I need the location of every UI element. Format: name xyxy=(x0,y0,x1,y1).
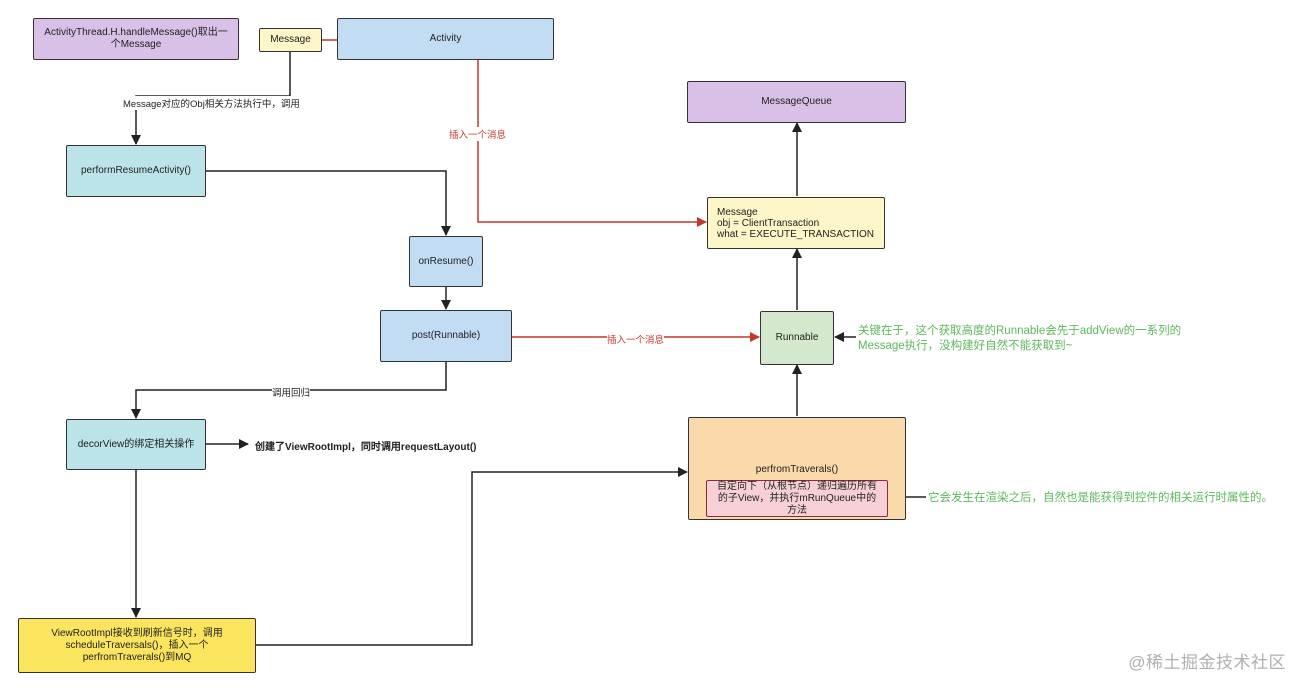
decorview-node: decorView的绑定相关操作 xyxy=(66,419,206,470)
edge-viewrootimpl-to-traversals xyxy=(256,467,688,646)
activity-node: Activity xyxy=(337,18,554,60)
message-box-line-1: Message xyxy=(717,207,758,218)
edge-perform-resume-to-onresume xyxy=(206,170,451,236)
runnable-node: Runnable xyxy=(760,311,834,365)
message-box-node: Message obj = ClientTransaction what = E… xyxy=(707,197,885,249)
note-after-render: 它会发生在渲染之后，自然也是能获得到控件的相关运行时属性的。 xyxy=(928,492,1273,504)
edge-label-insert-message-2: 插入一个消息 xyxy=(607,332,665,346)
traversal-detail-node: 自定向下（从根节点）递归遍历所有的子View，并执行mRunQueue中的方法 xyxy=(706,480,888,517)
note-key-point: 关键在于，这个获取高度的Runnable会先于addView的一系列的Messa… xyxy=(858,325,1182,352)
message-box-line-2: obj = ClientTransaction xyxy=(717,218,820,229)
edge-label-obj-method: Message对应的Obj相关方法执行中，调用 xyxy=(123,96,300,110)
edge-label-call-back: 调用回归 xyxy=(272,385,311,399)
post-runnable-node: post(Runnable) xyxy=(380,310,512,362)
viewrootimpl-signal-node: ViewRootImpl接收到刷新信号时，调用scheduleTraversal… xyxy=(18,618,256,673)
message-queue-node: MessageQueue xyxy=(687,81,906,123)
perform-resume-activity-node: performResumeActivity() xyxy=(66,145,206,197)
message-box-line-3: what = EXECUTE_TRANSACTION xyxy=(717,229,874,240)
message-chip-node: Message xyxy=(259,28,322,52)
edge-message-to-message-box-red xyxy=(322,39,707,227)
onresume-node: onResume() xyxy=(409,236,483,287)
handle-message-node: ActivityThread.H.handleMessage()取出一个Mess… xyxy=(33,18,239,60)
edge-label-create-viewrootimpl: 创建了ViewRootImpl，同时调用requestLayout() xyxy=(255,438,477,453)
watermark: @稀土掘金技术社区 xyxy=(1128,653,1286,672)
edge-label-insert-message-1: 插入一个消息 xyxy=(449,127,507,141)
